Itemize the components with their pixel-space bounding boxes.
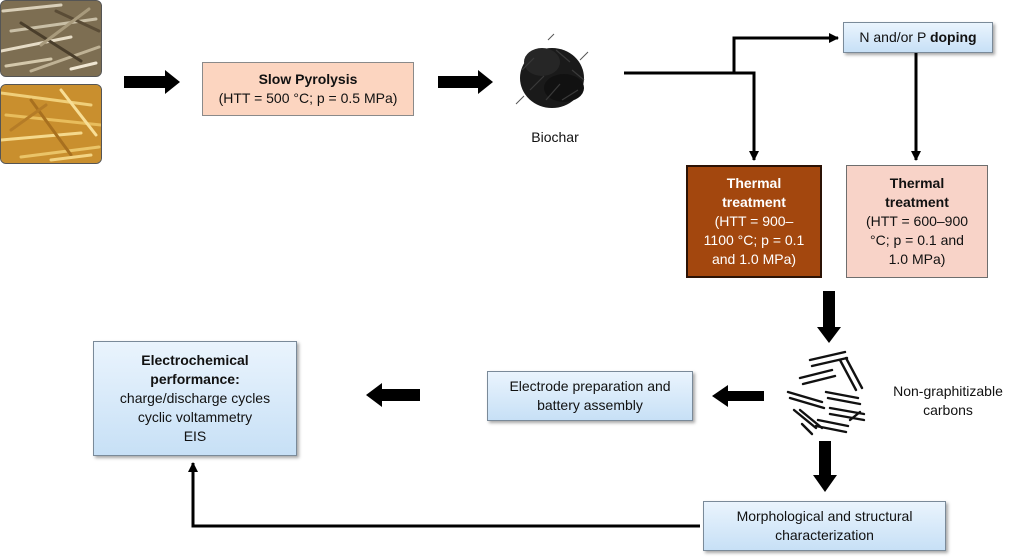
- electrochem-title-2: performance:: [150, 371, 240, 387]
- arrow-electrode-to-electrochem: [366, 383, 420, 407]
- arrow-pyrolysis-to-biochar: [438, 70, 493, 94]
- morph-line-2: characterization: [775, 527, 874, 543]
- electrochem-line-2: cyclic voltammetry: [137, 409, 253, 425]
- doping-box: N and/or P doping: [843, 22, 993, 53]
- thermal-high-title-2: treatment: [722, 194, 786, 210]
- doping-prefix: N and/or P: [859, 29, 930, 45]
- carbons-label-line-2: carbons: [923, 402, 973, 418]
- straw-photo-golden-image: [1, 85, 101, 163]
- slow-pyrolysis-params: (HTT = 500 °C; p = 0.5 MPa): [218, 90, 398, 106]
- thermal-doped-line-2: °C; p = 0.1 and: [870, 232, 964, 248]
- arrow-feedstock-to-pyrolysis: [124, 70, 180, 94]
- electrode-line-2: battery assembly: [537, 397, 643, 413]
- thermal-doped-line-1: (HTT = 600–900: [865, 213, 969, 229]
- electrode-preparation-box: Electrode preparation and battery assemb…: [487, 371, 693, 421]
- doping-bold: doping: [929, 29, 977, 45]
- slow-pyrolysis-title: Slow Pyrolysis: [258, 71, 358, 87]
- electrode-line-1: Electrode preparation and: [509, 378, 671, 394]
- thermal-doped-title-2: treatment: [885, 194, 949, 210]
- straw-photo-dark-image: [1, 1, 101, 76]
- electrochemical-performance-box: Electrochemical performance: charge/disc…: [93, 341, 297, 456]
- morphological-characterization-box: Morphological and structural characteriz…: [703, 501, 946, 551]
- straw-photo-golden: [0, 84, 102, 164]
- biochar-label: Biochar: [531, 129, 579, 145]
- thermal-treatment-doped-box: Thermal treatment (HTT = 600–900 °C; p =…: [846, 165, 988, 278]
- thermal-high-title-1: Thermal: [726, 175, 782, 191]
- thermal-doped-line-3: 1.0 MPa): [888, 251, 946, 267]
- carbons-label: Non-graphitizable carbons: [876, 382, 1020, 420]
- carbons-label-line-1: Non-graphitizable: [893, 383, 1003, 399]
- line-biochar-to-doping: [732, 33, 839, 73]
- thermal-high-line-1: (HTT = 900–: [714, 213, 794, 229]
- arrow-thermal-to-carbons: [817, 291, 841, 343]
- straw-photo-dark: [0, 0, 102, 77]
- arrow-carbons-to-morph: [813, 441, 837, 492]
- thermal-treatment-high-box: Thermal treatment (HTT = 900– 1100 °C; p…: [686, 165, 822, 278]
- line-morph-to-electrochem: [188, 462, 700, 528]
- electrochem-title-1: Electrochemical: [141, 352, 249, 368]
- slow-pyrolysis-box: Slow Pyrolysis (HTT = 500 °C; p = 0.5 MP…: [202, 62, 414, 116]
- electrochem-line-3: EIS: [183, 428, 207, 444]
- thermal-high-line-3: and 1.0 MPa): [711, 251, 797, 267]
- thermal-doped-title-1: Thermal: [889, 175, 945, 191]
- line-biochar-to-thermal: [624, 71, 759, 161]
- morph-line-1: Morphological and structural: [736, 508, 913, 524]
- electrochem-line-1: charge/discharge cycles: [119, 390, 271, 406]
- arrow-carbons-to-electrode: [712, 385, 764, 407]
- thermal-high-line-2: 1100 °C; p = 0.1: [703, 232, 805, 248]
